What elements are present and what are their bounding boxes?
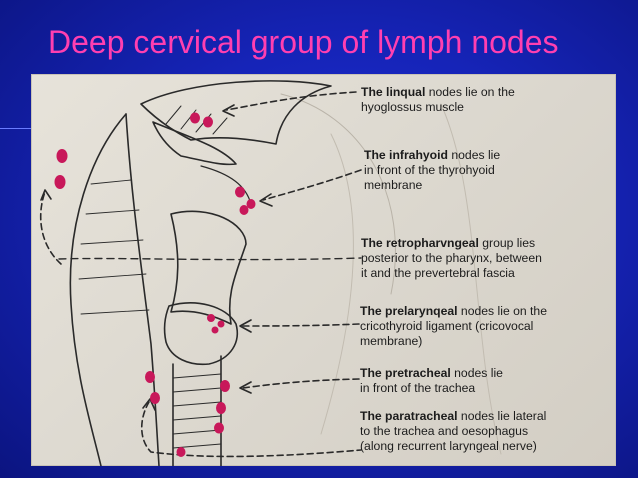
node-prelaryngeal bbox=[211, 326, 219, 334]
label-infrahyoid-line: in front of the thyrohyoid bbox=[364, 163, 495, 177]
thyroid-cartilage bbox=[170, 210, 247, 325]
arrow-infrahyoid bbox=[262, 169, 362, 201]
label-prelaryngeal-bold: The prelarynqeal bbox=[360, 304, 458, 318]
label-prelaryngeal-line: membrane) bbox=[360, 334, 423, 348]
label-prelaryngeal-rest: nodes lie on the bbox=[457, 304, 547, 318]
label-lingual: The linqual nodes lie on the hyoglossus … bbox=[361, 85, 515, 115]
label-prelaryngeal-line: cricothyroid ligament (cricovocal bbox=[360, 319, 534, 333]
neck-drawing bbox=[39, 80, 502, 466]
label-paratracheal-rest: nodes lie lateral bbox=[457, 409, 547, 423]
hyoglossus-hatching bbox=[165, 105, 228, 135]
label-retropharyngeal-rest: group lies bbox=[478, 236, 536, 250]
node-infrahyoid bbox=[235, 186, 245, 198]
label-infrahyoid: The infrahyoid nodes lie in front of the… bbox=[364, 148, 500, 193]
cricoid-cartilage bbox=[163, 302, 238, 366]
posterior-neck bbox=[69, 113, 127, 466]
thyrohyoid-membrane bbox=[200, 165, 252, 205]
label-retropharyngeal-line: it and the prevertebral fascia bbox=[361, 266, 515, 280]
node-retropharyngeal bbox=[56, 149, 68, 163]
hyoid-bone bbox=[152, 121, 237, 166]
node-paratracheal bbox=[214, 422, 224, 434]
node-prelaryngeal bbox=[207, 314, 215, 322]
node-pretracheal bbox=[145, 371, 155, 383]
label-pretracheal-rest: nodes lie bbox=[450, 366, 503, 380]
label-pretracheal-line: in front of the trachea bbox=[360, 381, 476, 395]
arrow-pretracheal bbox=[242, 378, 360, 389]
label-retropharyngeal-line: posterior to the pharynx, between bbox=[361, 251, 542, 265]
node-lingual bbox=[203, 116, 213, 128]
node-paratracheal bbox=[176, 447, 186, 457]
slide-title: Deep cervical group of lymph nodes bbox=[48, 24, 559, 60]
node-lingual bbox=[190, 112, 200, 124]
label-retropharyngeal: The retropharvngeal group lies posterior… bbox=[361, 236, 542, 281]
node-prelaryngeal bbox=[217, 320, 225, 328]
decorative-rule bbox=[0, 128, 34, 129]
node-paratracheal bbox=[220, 380, 230, 392]
label-infrahyoid-bold: The infrahyoid bbox=[364, 148, 448, 162]
anatomy-figure: The linqual nodes lie on the hyoglossus … bbox=[31, 74, 616, 466]
posterior-muscle bbox=[125, 113, 160, 466]
label-pretracheal-bold: The pretracheal bbox=[360, 366, 451, 380]
left-curved-arrow-upper bbox=[39, 191, 62, 265]
node-infrahyoid bbox=[246, 199, 256, 209]
label-lingual-line: hyoglossus muscle bbox=[361, 100, 464, 114]
label-infrahyoid-rest: nodes lie bbox=[447, 148, 501, 162]
label-lingual-bold: The linqual bbox=[361, 85, 426, 99]
label-paratracheal-bold: The paratracheal bbox=[360, 409, 458, 423]
retropharyngeal-line bbox=[58, 257, 362, 261]
label-paratracheal-line: (along recurrent laryngeal nerve) bbox=[360, 439, 537, 453]
label-prelaryngeal: The prelarynqeal nodes lie on the cricot… bbox=[360, 304, 547, 349]
node-infrahyoid bbox=[239, 205, 249, 215]
label-retropharyngeal-bold: The retropharvngeal bbox=[361, 236, 479, 250]
node-retropharyngeal bbox=[54, 175, 66, 189]
node-paratracheal bbox=[216, 402, 226, 414]
label-infrahyoid-line: membrane bbox=[364, 178, 423, 192]
arrow-lingual bbox=[225, 91, 357, 111]
tongue-outline bbox=[140, 80, 332, 145]
label-pretracheal: The pretracheal nodes lie in front of th… bbox=[360, 366, 503, 396]
arrow-prelaryngeal bbox=[242, 323, 360, 327]
label-paratracheal-line: to the trachea and oesophagus bbox=[360, 424, 529, 438]
label-paratracheal: The paratracheal nodes lie lateral to th… bbox=[360, 409, 546, 454]
label-lingual-rest: nodes lie on the bbox=[425, 85, 515, 99]
node-pretracheal bbox=[150, 392, 160, 404]
